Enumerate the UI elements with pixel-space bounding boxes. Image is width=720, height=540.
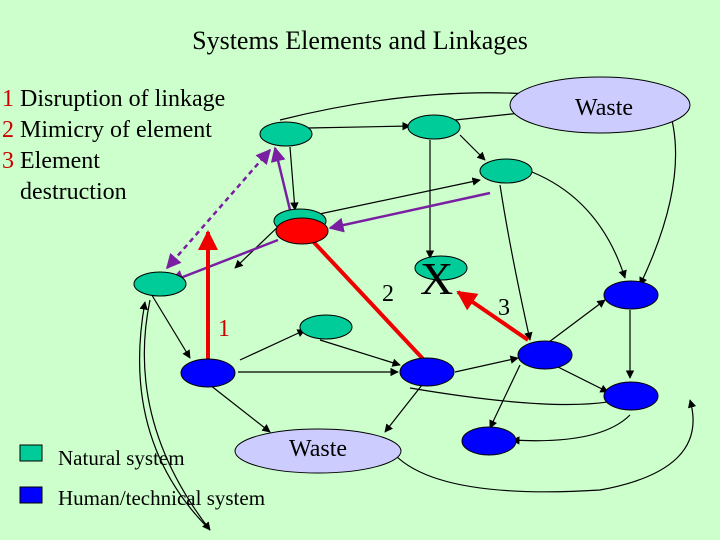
linkage-arrow (454, 355, 519, 373)
linkage-arrow (531, 171, 627, 279)
linkage-arrow (384, 384, 423, 433)
linkage-arrow (489, 364, 521, 429)
list-text: Disruption of linkage (20, 86, 226, 112)
legend-human-label: Human/technical system (58, 486, 266, 510)
destruction-arrow (456, 290, 530, 342)
linkage-arrow (209, 384, 271, 433)
natural-nodes (133, 114, 533, 340)
legend-human-swatch (19, 486, 43, 504)
waste-label-bottom: Waste (289, 436, 347, 462)
linkage-arrow (459, 134, 486, 161)
linkage-arrow (394, 399, 697, 493)
linkage-arrow (279, 90, 546, 121)
linkage-arrow (544, 299, 606, 346)
human-node[interactable] (603, 381, 659, 411)
mimicry-arrow (328, 191, 491, 233)
mimicry-arrows (166, 146, 491, 285)
waste-label-top: Waste (575, 95, 633, 121)
linkage-arrow (309, 177, 481, 217)
natural-node[interactable] (407, 114, 461, 140)
waste-node-top[interactable] (509, 76, 691, 134)
list-number: 1 (2, 86, 14, 112)
marker-3: 3 (498, 295, 510, 321)
linkage-arrow (149, 291, 191, 359)
natural-node[interactable] (299, 314, 353, 340)
human-node[interactable] (517, 340, 573, 370)
legend-list: 1 Disruption of linkage 2 Mimicry of ele… (2, 84, 225, 208)
list-number: 3 (2, 148, 14, 174)
linkage-arrow (143, 299, 211, 531)
list-item-3: 3 Element (2, 146, 225, 177)
list-text: Mimicry of element (20, 117, 212, 143)
list-number: 2 (2, 117, 14, 143)
linkage-arrow (511, 414, 631, 445)
human-node[interactable] (399, 357, 455, 387)
human-node[interactable] (180, 358, 236, 388)
linkage-arrow (239, 329, 306, 361)
linkage-arrow (499, 184, 533, 341)
page-title: Systems Elements and Linkages (192, 26, 528, 55)
linkage-arrow (307, 121, 411, 131)
list-item-2: 2 Mimicry of element (2, 115, 225, 146)
mimicry-arrow (168, 238, 279, 285)
natural-node[interactable] (259, 121, 313, 147)
human-node[interactable] (603, 280, 659, 310)
disruption-lines (198, 230, 530, 362)
natural-node[interactable] (479, 158, 533, 184)
marker-1: 1 (218, 316, 230, 342)
natural-node[interactable] (133, 271, 187, 297)
destruction-x: X (420, 253, 453, 304)
destruction-line (306, 234, 426, 362)
human-node[interactable] (461, 426, 517, 456)
list-text: Element (20, 148, 100, 174)
mimicry-arrow (270, 146, 292, 211)
linkage-arrow (139, 301, 211, 531)
human-nodes (180, 280, 659, 456)
natural-node[interactable] (414, 255, 468, 281)
linkage-arrow (289, 146, 299, 211)
list-item-3-continuation: destruction (20, 179, 127, 205)
waste-node-bottom[interactable] (234, 428, 402, 474)
destroyed-node[interactable] (275, 217, 329, 245)
list-item-1: 1 Disruption of linkage (2, 84, 225, 115)
legend-natural-swatch (19, 444, 43, 462)
legend-natural-label: Natural system (58, 446, 185, 470)
mimicry-arrow (166, 148, 271, 270)
marker-2: 2 (382, 281, 394, 307)
linkage-arrow (319, 339, 401, 367)
